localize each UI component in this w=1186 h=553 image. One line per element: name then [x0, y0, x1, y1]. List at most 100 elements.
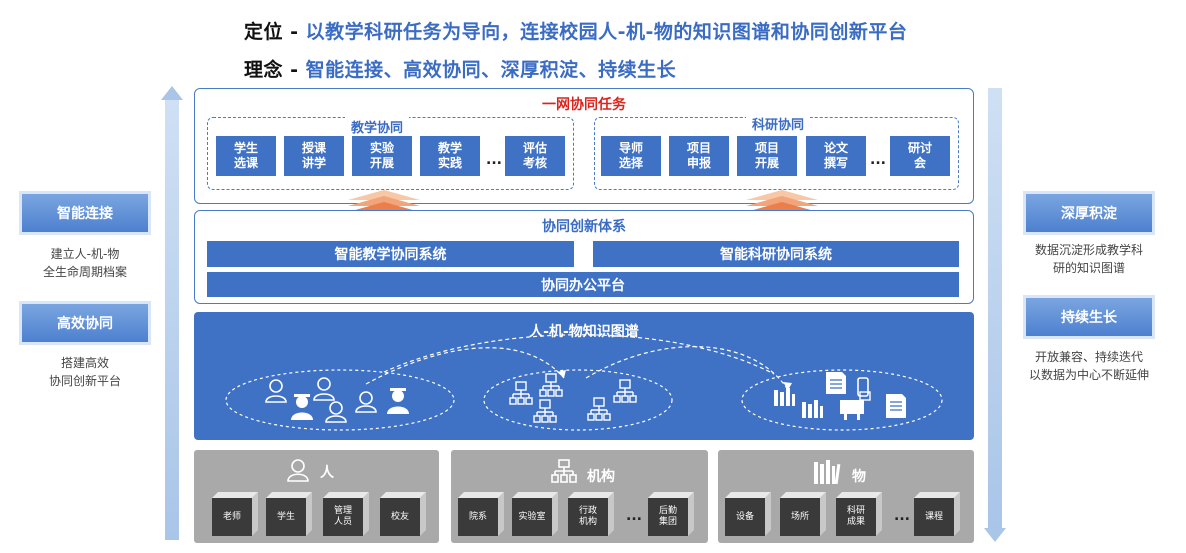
smart-teaching-system-bar[interactable]: 智能教学协同系统 [207, 241, 574, 267]
entity-cube[interactable]: 课程 [914, 492, 960, 536]
entity-cube-label: 实验室 [512, 498, 552, 536]
entity-cube[interactable]: 后勤 集团 [648, 492, 694, 536]
up-chevron-left [348, 188, 420, 212]
task-item[interactable]: 授课讲学 [284, 136, 344, 176]
task-item-line2: 实践 [437, 156, 462, 170]
desc-efficient-collab-line2: 协同创新平台 [48, 374, 121, 388]
entity-cube[interactable]: 学生 [266, 492, 312, 536]
task-item-line2: 讲学 [301, 156, 326, 170]
desc-deep-accumulation-line2: 研的知识图谱 [1052, 261, 1125, 275]
office-platform-bar[interactable]: 协同办公平台 [207, 272, 959, 297]
entity-cube[interactable]: 科研 成果 [836, 492, 882, 536]
positioning-line: 定位 - 以教学科研任务为导向，连接校园人-机-物的知识图谱和协同创新平台 [244, 17, 907, 44]
philosophy-value: 智能连接、高效协同、深厚积淀、持续生长 [305, 59, 677, 81]
task-item-line2: 申报 [686, 156, 711, 170]
entity-cube-label: 管理 人员 [323, 498, 363, 536]
task-item-line1: 实验 [369, 141, 394, 155]
tag-smart-connect: 智能连接 [22, 194, 148, 232]
philosophy-separator: - [283, 59, 306, 81]
desc-efficient-collab: 搭建高效 协同创新平台 [0, 354, 170, 390]
task-item-line1: 项目 [754, 141, 779, 155]
up-chevron-right [746, 188, 818, 212]
task-item-line2: 开展 [754, 156, 779, 170]
task-item-line2: 开展 [369, 156, 394, 170]
smart-research-system-bar[interactable]: 智能科研协同系统 [593, 241, 959, 267]
entity-cube[interactable]: 校友 [380, 492, 426, 536]
teaching-more-dots: ... [486, 152, 502, 168]
entity-cube-label: 院系 [458, 498, 498, 536]
tag-deep-accumulation: 深厚积淀 [1026, 194, 1152, 232]
person-icon [286, 458, 310, 482]
tag-efficient-collab: 高效协同 [22, 304, 148, 342]
group-institutions-title: 机构 [587, 469, 615, 485]
system-title: 协同创新体系 [542, 219, 626, 235]
knowledge-graph-illustration [194, 312, 974, 440]
entity-cube-label: 行政 机构 [568, 498, 608, 536]
desc-deep-accumulation-line1: 数据沉淀形成教学科 [1034, 243, 1143, 257]
task-item-line1: 研讨 [907, 141, 932, 155]
group-things-title: 物 [852, 469, 866, 485]
entity-cube[interactable]: 院系 [458, 492, 504, 536]
institutions-more-dots: ... [626, 508, 642, 524]
task-panel-title: 一网协同任务 [542, 97, 626, 113]
entity-cube-label: 校友 [380, 498, 420, 536]
task-item-line1: 授课 [301, 141, 326, 155]
desc-efficient-collab-line1: 搭建高效 [60, 356, 109, 370]
task-item[interactable]: 研讨会 [890, 136, 950, 176]
task-item[interactable]: 项目申报 [669, 136, 729, 176]
entity-cube[interactable]: 设备 [725, 492, 771, 536]
task-item[interactable]: 项目开展 [737, 136, 797, 176]
entity-cube-label: 学生 [266, 498, 306, 536]
task-item-line2: 考核 [522, 156, 547, 170]
tag-sustained-growth: 持续生长 [1026, 298, 1152, 336]
desc-sustained-growth: 开放兼容、持续迭代 以数据为中心不断延伸 [1004, 348, 1174, 384]
task-item[interactable]: 教学实践 [420, 136, 480, 176]
entity-cube[interactable]: 行政 机构 [568, 492, 614, 536]
things-more-dots: ... [894, 508, 910, 524]
task-item-line1: 论文 [823, 141, 848, 155]
entity-cube-label: 后勤 集团 [648, 498, 688, 536]
task-item-line2: 选择 [618, 156, 643, 170]
task-item[interactable]: 实验开展 [352, 136, 412, 176]
research-collab-title: 科研协同 [746, 114, 811, 133]
entity-cube-label: 课程 [914, 498, 954, 536]
task-item[interactable]: 评估考核 [505, 136, 565, 176]
positioning-key: 定位 [244, 21, 284, 43]
task-item-line1: 评估 [522, 141, 547, 155]
left-arrow-head [161, 86, 183, 100]
philosophy-key: 理念 [244, 59, 284, 81]
group-people-title: 人 [320, 465, 334, 481]
positioning-separator: - [283, 21, 306, 43]
positioning-value: 以教学科研任务为导向，连接校园人-机-物的知识图谱和协同创新平台 [305, 21, 908, 43]
teaching-collab-title: 教学协同 [345, 117, 410, 136]
task-item-line2: 会 [913, 156, 926, 170]
research-more-dots: ... [870, 152, 886, 168]
books-icon [812, 458, 842, 486]
right-arrow-shaft [988, 88, 1002, 528]
task-item[interactable]: 学生选课 [216, 136, 276, 176]
philosophy-line: 理念 - 智能连接、高效协同、深厚积淀、持续生长 [244, 55, 676, 82]
entity-cube[interactable]: 场所 [780, 492, 826, 536]
right-arrow-head [984, 528, 1006, 542]
desc-smart-connect: 建立人-机-物 全生命周期档案 [0, 245, 170, 281]
desc-sustained-growth-line2: 以数据为中心不断延伸 [1028, 368, 1149, 382]
org-chart-icon [550, 458, 578, 484]
entity-cube-label: 场所 [780, 498, 820, 536]
task-item-line1: 学生 [233, 141, 258, 155]
entity-cube[interactable]: 老师 [212, 492, 258, 536]
desc-smart-connect-line2: 全生命周期档案 [42, 265, 127, 279]
task-item-line1: 教学 [437, 141, 462, 155]
entity-cube[interactable]: 管理 人员 [323, 492, 369, 536]
entity-cube-label: 科研 成果 [836, 498, 876, 536]
task-item-line1: 导师 [618, 141, 643, 155]
entity-cube[interactable]: 实验室 [512, 492, 558, 536]
desc-sustained-growth-line1: 开放兼容、持续迭代 [1034, 350, 1143, 364]
desc-smart-connect-line1: 建立人-机-物 [50, 247, 120, 261]
task-item[interactable]: 导师选择 [601, 136, 661, 176]
left-arrow-shaft [165, 100, 179, 540]
task-item[interactable]: 论文撰写 [806, 136, 866, 176]
entity-cube-label: 老师 [212, 498, 252, 536]
task-item-line2: 撰写 [823, 156, 848, 170]
task-item-line1: 项目 [686, 141, 711, 155]
task-item-line2: 选课 [233, 156, 258, 170]
